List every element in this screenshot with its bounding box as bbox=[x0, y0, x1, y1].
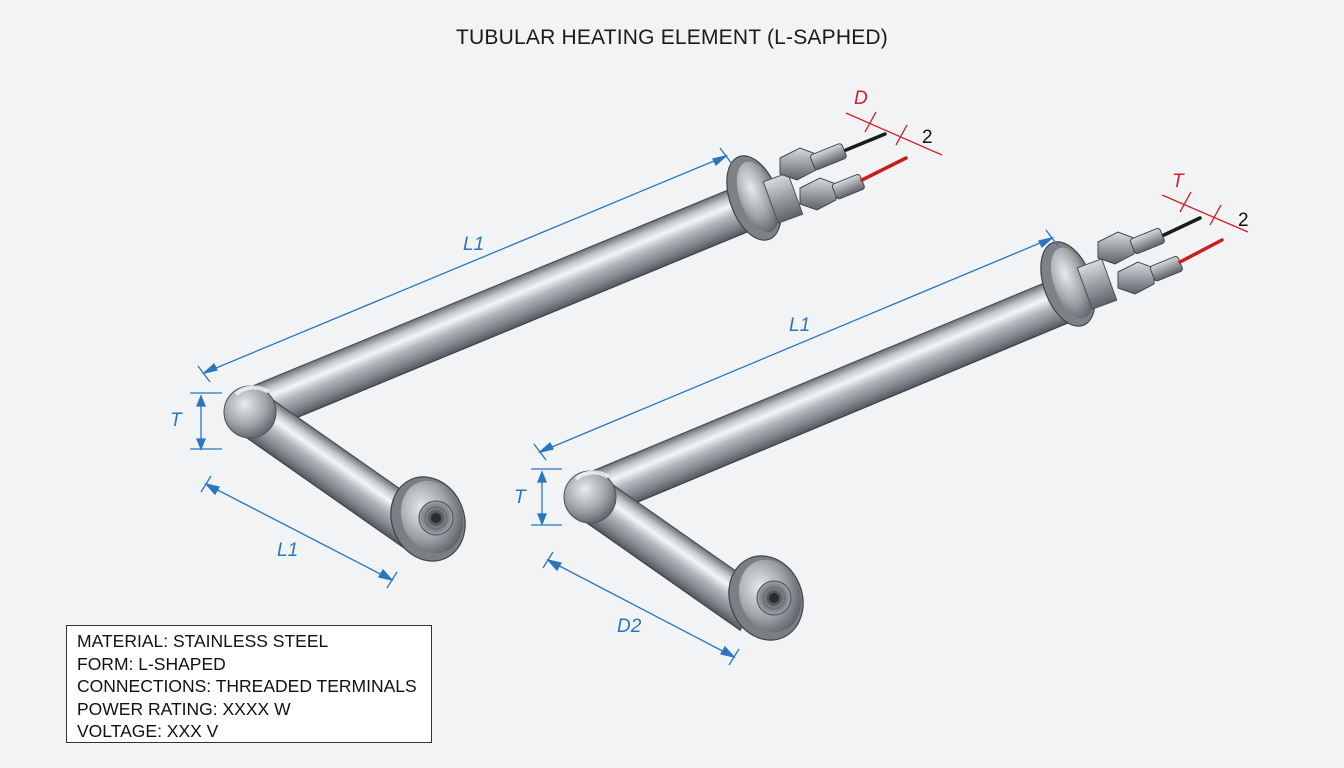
left-hex-nut-lower bbox=[799, 177, 837, 211]
spec-voltage: VOLTAGE: XXX V bbox=[77, 721, 219, 741]
left-dim-terminal-label: D bbox=[854, 88, 868, 109]
spec-form: FORM: L-SHAPED bbox=[77, 653, 226, 674]
right-dim-terminal-label: T bbox=[1172, 171, 1185, 192]
spec-box: MATERIAL: STAINLESS STEEL FORM: L-SHAPED… bbox=[66, 625, 432, 743]
left-elbow bbox=[223, 385, 277, 439]
left-dim-long-label: L1 bbox=[463, 234, 484, 255]
left-dim-terminal-count: 2 bbox=[922, 127, 933, 148]
heating-element-left bbox=[223, 132, 908, 562]
right-hex-nut-upper bbox=[1097, 231, 1135, 265]
right-flange-terminal bbox=[1040, 216, 1224, 327]
left-hex-nut-upper bbox=[779, 147, 817, 181]
left-wire-black bbox=[844, 132, 887, 152]
left-dim-thickness-label: T bbox=[170, 410, 183, 431]
right-long-leg bbox=[580, 273, 1084, 519]
left-threaded-end bbox=[390, 476, 466, 562]
right-dim-long-label: L1 bbox=[789, 315, 810, 336]
right-dim-short-label: D2 bbox=[617, 616, 642, 637]
left-flange-terminal bbox=[726, 132, 908, 241]
dimension-lines-red bbox=[845, 111, 1249, 233]
diagram-title: TUBULAR HEATING ELEMENT (L-SAPHED) bbox=[456, 26, 888, 49]
spec-connections: CONNECTIONS: THREADED TERMINALS bbox=[77, 676, 417, 696]
right-dim-thickness-label: T bbox=[514, 487, 527, 508]
left-wire-red bbox=[860, 156, 908, 182]
right-wire-red bbox=[1178, 238, 1224, 264]
heating-element-right bbox=[563, 216, 1224, 641]
right-elbow bbox=[563, 470, 617, 524]
dimension-lines-blue bbox=[190, 147, 1059, 666]
spec-power-rating: POWER RATING: XXXX W bbox=[77, 698, 291, 719]
right-wire-black bbox=[1162, 216, 1202, 237]
right-hex-nut-lower bbox=[1117, 261, 1155, 295]
right-threaded-end bbox=[728, 555, 804, 641]
left-dim-short-label: L1 bbox=[277, 540, 298, 561]
spec-material: MATERIAL: STAINLESS STEEL bbox=[77, 631, 329, 651]
left-long-leg bbox=[241, 176, 777, 434]
right-dim-terminal-count: 2 bbox=[1238, 210, 1249, 231]
